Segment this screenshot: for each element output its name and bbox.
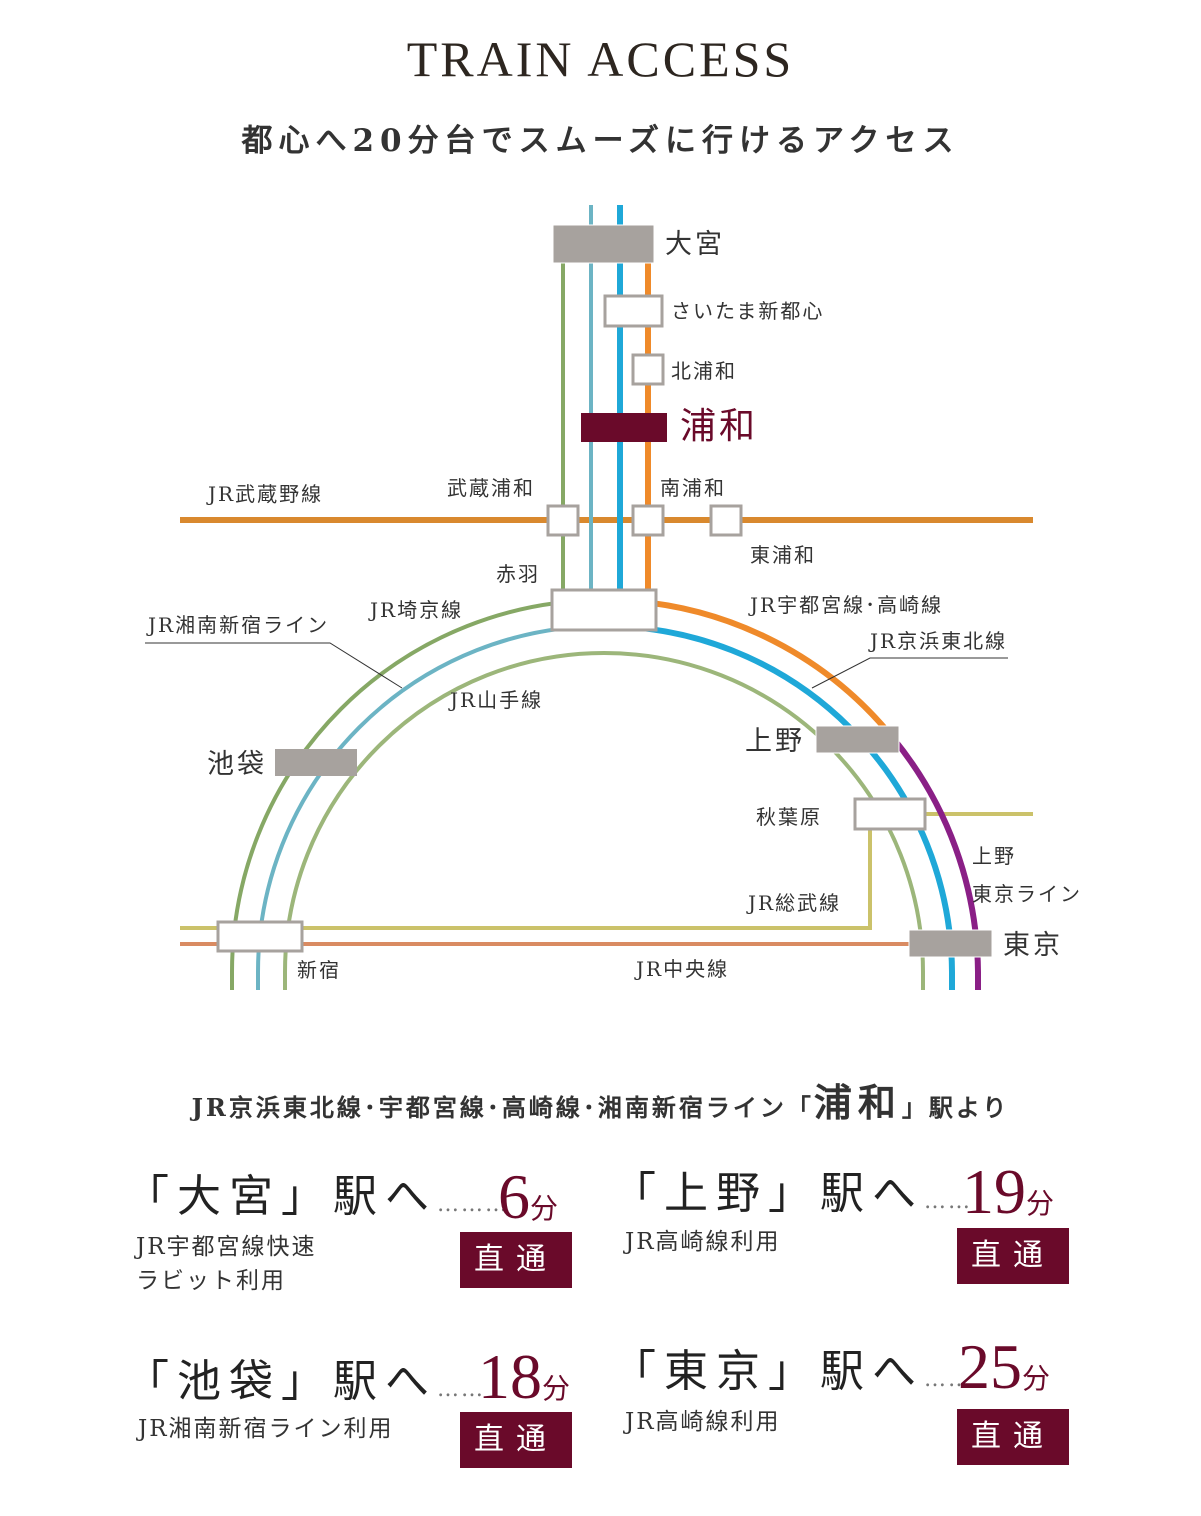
route-note-ikebukuro: JR湘南新宿ライン利用 — [138, 1412, 394, 1446]
route-minutes-ueno: 19分 — [962, 1155, 1054, 1229]
sobu-line — [180, 812, 1033, 930]
minutes-value: 18 — [478, 1341, 542, 1412]
label-shinjuku: 新宿 — [297, 958, 341, 982]
station-minami-urawa[interactable] — [631, 504, 665, 537]
minutes-value: 25 — [958, 1331, 1022, 1402]
route-map: 大宮 さいたま新都心 北浦和 浦和 武蔵浦和 南浦和 東浦和 赤羽 池袋 上野 … — [145, 205, 1082, 990]
route-card-tokyo: 「東京」駅へ…… — [612, 1335, 972, 1399]
route-minutes-tokyo: 25分 — [958, 1330, 1050, 1404]
minutes-unit: 分 — [1026, 1187, 1055, 1220]
origin-heading: JR京浜東北線･宇都宮線･高崎線･湘南新宿ライン「浦和」駅より — [0, 1072, 1201, 1127]
label-higashi-urawa: 東浦和 — [750, 543, 816, 567]
shonan-shinjuku-arc — [230, 598, 605, 990]
route-dots: ……… — [437, 1192, 509, 1217]
note-line: JR湘南新宿ライン利用 — [138, 1416, 394, 1442]
keihin-leader — [811, 657, 1008, 689]
route-eki: 駅へ — [820, 1346, 924, 1397]
route-eki: 駅へ — [820, 1168, 924, 1219]
label-ikebukuro: 池袋 — [207, 749, 267, 780]
route-eki: 駅へ — [333, 1171, 437, 1222]
minutes-unit: 分 — [1022, 1362, 1051, 1395]
note-line: ラビット利用 — [136, 1268, 286, 1294]
label-omiya: 大宮 — [665, 229, 725, 260]
route-dest: 「東京」 — [612, 1346, 820, 1397]
route-dots: …… — [924, 1189, 972, 1214]
label-ueno-tokyo-line-1: 上野 — [972, 844, 1016, 868]
label-chuo-line: JR中央線 — [634, 957, 729, 981]
label-kita-urawa: 北浦和 — [671, 359, 737, 383]
note-line: JR高崎線利用 — [625, 1409, 781, 1435]
label-musashi-urawa: 武蔵浦和 — [447, 476, 535, 500]
label-tokyo: 東京 — [1003, 930, 1063, 961]
station-kita-urawa[interactable] — [631, 353, 665, 386]
origin-station: 浦和 — [813, 1080, 902, 1125]
saikyo-arc — [256, 624, 605, 990]
label-minami-urawa: 南浦和 — [660, 476, 726, 500]
station-ikebukuro[interactable] — [275, 749, 357, 776]
label-akabane: 赤羽 — [496, 562, 540, 586]
label-sobu-line: JR総武線 — [746, 891, 841, 915]
page-subtitle: 都心へ20分台でスムーズに行けるアクセス — [241, 123, 960, 159]
route-dest: 「池袋」 — [125, 1356, 333, 1407]
label-urawa: 浦和 — [680, 406, 758, 447]
label-yamanote-line: JR山手線 — [448, 688, 543, 712]
station-omiya[interactable] — [552, 224, 655, 264]
route-eki: 駅へ — [333, 1356, 437, 1407]
minutes-value: 19 — [962, 1156, 1026, 1227]
minutes-unit: 分 — [542, 1372, 571, 1405]
route-dots: …… — [437, 1377, 485, 1402]
route-note-omiya: JR宇都宮線快速ラビット利用 — [136, 1230, 317, 1298]
label-utsunomiya-takasaki-line: JR宇都宮線･高崎線 — [748, 593, 943, 617]
route-card-omiya: 「大宮」駅へ……… — [125, 1160, 509, 1224]
station-ueno[interactable] — [815, 725, 900, 754]
station-akabane[interactable] — [550, 588, 658, 632]
note-line: JR高崎線利用 — [625, 1229, 781, 1255]
station-musashi-urawa[interactable] — [546, 504, 580, 537]
route-card-ueno: 「上野」駅へ…… — [612, 1157, 972, 1221]
page-title: TRAIN ACCESS — [406, 31, 795, 87]
route-dest: 「大宮」 — [125, 1171, 333, 1222]
origin-suffix: 」駅より — [901, 1093, 1010, 1122]
label-ueno-tokyo-line-2: 東京ライン — [972, 882, 1082, 906]
route-minutes-ikebukuro: 18分 — [478, 1340, 570, 1414]
station-higashi-urawa[interactable] — [709, 504, 743, 537]
direct-badge: 直通 — [957, 1228, 1069, 1284]
label-akihabara: 秋葉原 — [756, 805, 822, 829]
minutes-unit: 分 — [530, 1192, 559, 1225]
origin-prefix: JR京浜東北線･宇都宮線･高崎線･湘南新宿ライン「 — [191, 1093, 814, 1122]
route-card-ikebukuro: 「池袋」駅へ…… — [125, 1345, 485, 1409]
label-ueno: 上野 — [745, 726, 805, 757]
direct-badge: 直通 — [957, 1409, 1069, 1465]
label-saikyo-line: JR埼京線 — [368, 598, 463, 622]
label-saitama-shintoshin: さいたま新都心 — [671, 299, 824, 323]
label-shonan-shinjuku-line: JR湘南新宿ライン — [146, 613, 329, 637]
route-dest: 「上野」 — [612, 1168, 820, 1219]
station-tokyo[interactable] — [908, 929, 993, 958]
station-saitama-shintoshin[interactable] — [603, 294, 664, 328]
minutes-value: 6 — [498, 1161, 530, 1232]
station-urawa[interactable] — [581, 413, 667, 442]
station-akihabara[interactable] — [853, 797, 927, 831]
station-shinjuku[interactable] — [216, 920, 304, 953]
route-minutes-omiya: 6分 — [498, 1160, 558, 1234]
direct-badge: 直通 — [460, 1412, 572, 1468]
direct-badge: 直通 — [460, 1232, 572, 1288]
label-musashino-line: JR武蔵野線 — [206, 482, 323, 506]
route-note-tokyo: JR高崎線利用 — [625, 1405, 781, 1439]
note-line: JR宇都宮線快速 — [136, 1234, 317, 1260]
route-note-ueno: JR高崎線利用 — [625, 1225, 781, 1259]
route-dots: …… — [924, 1367, 972, 1392]
label-keihin-tohoku-line: JR京浜東北線 — [868, 629, 1007, 653]
shonan-leader — [145, 642, 403, 689]
